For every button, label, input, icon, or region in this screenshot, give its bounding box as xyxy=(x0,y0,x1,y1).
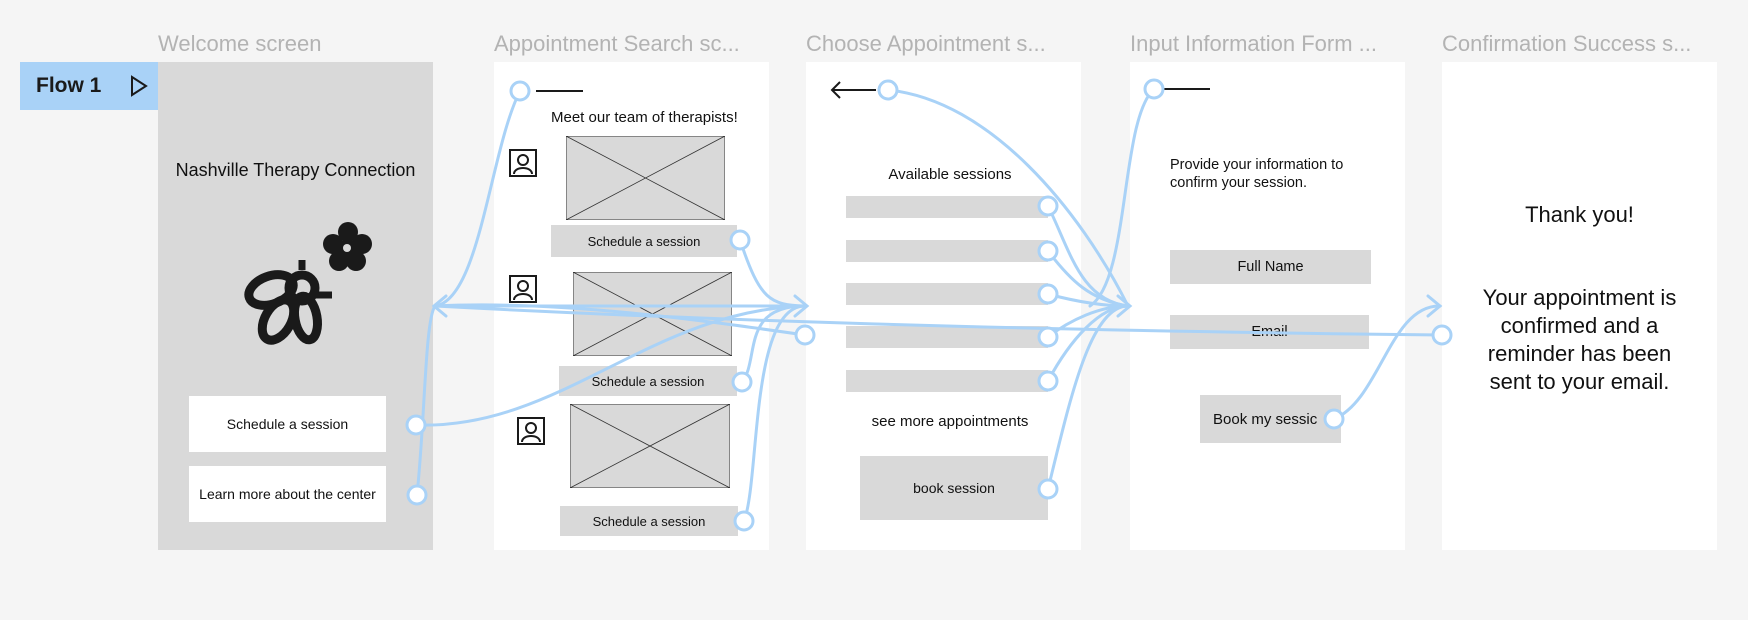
session-slot[interactable] xyxy=(846,326,1048,348)
play-icon xyxy=(131,75,149,97)
book-my-session-button[interactable]: Book my sessic xyxy=(1200,395,1341,443)
book-session-button[interactable]: book session xyxy=(860,456,1048,520)
frame-title-form: Input Information Form ... xyxy=(1130,31,1377,56)
header-line xyxy=(536,90,583,92)
thank-you-heading: Thank you! xyxy=(1525,202,1634,227)
schedule-session-button[interactable]: Schedule a session xyxy=(559,366,737,396)
welcome-frame: Nashville Therapy Connection Schedule a … xyxy=(158,62,433,550)
therapist-photo-placeholder xyxy=(566,136,725,220)
session-slot[interactable] xyxy=(846,196,1048,218)
search-heading: Meet our team of therapists! xyxy=(551,109,738,126)
see-more-link[interactable]: see more appointments xyxy=(871,413,1029,430)
therapist-photo-placeholder xyxy=(573,272,732,356)
frame-title-confirm: Confirmation Success s... xyxy=(1442,31,1692,56)
header-line xyxy=(1162,88,1210,90)
person-portrait-icon xyxy=(509,149,537,177)
confirm-frame: Thank you! Your appointment is confirmed… xyxy=(1442,62,1717,550)
frame-title-search: Appointment Search sc... xyxy=(494,31,740,56)
learn-more-button[interactable]: Learn more about the center xyxy=(189,466,386,522)
form-instructions: Provide your information to confirm your… xyxy=(1170,157,1344,191)
person-portrait-icon xyxy=(517,417,545,445)
form-frame: Provide your information to confirm your… xyxy=(1130,62,1405,550)
flow-start-button[interactable]: Flow 1 xyxy=(20,62,158,110)
confirmation-message: Your appointment is confirmed and a remi… xyxy=(1482,285,1677,394)
session-slot[interactable] xyxy=(846,370,1048,392)
email-field[interactable]: Email xyxy=(1170,315,1369,349)
schedule-session-button[interactable]: Schedule a session xyxy=(551,225,737,257)
frame-title-choose: Choose Appointment s... xyxy=(806,31,1046,56)
schedule-session-button[interactable]: Schedule a session xyxy=(560,506,738,536)
arrowhead xyxy=(431,294,448,318)
person-portrait-icon xyxy=(509,275,537,303)
session-slot[interactable] xyxy=(846,240,1048,262)
full-name-field[interactable]: Full Name xyxy=(1170,250,1371,284)
arrow-left-icon[interactable] xyxy=(828,78,878,102)
schedule-session-button[interactable]: Schedule a session xyxy=(189,396,386,452)
choose-frame: Available sessions see more appointments… xyxy=(806,62,1081,550)
session-slot[interactable] xyxy=(846,283,1048,305)
therapist-photo-placeholder xyxy=(570,404,730,488)
search-frame: Meet our team of therapists! Schedule a … xyxy=(494,62,769,550)
welcome-heading: Nashville Therapy Connection xyxy=(175,160,416,180)
arrowhead xyxy=(1116,294,1133,318)
available-sessions-heading: Available sessions xyxy=(888,166,1012,183)
flow-label: Flow 1 xyxy=(36,74,102,97)
frame-title-welcome: Welcome screen xyxy=(158,31,322,56)
bee-flower-icon xyxy=(244,222,372,345)
arrowhead xyxy=(1426,294,1443,318)
